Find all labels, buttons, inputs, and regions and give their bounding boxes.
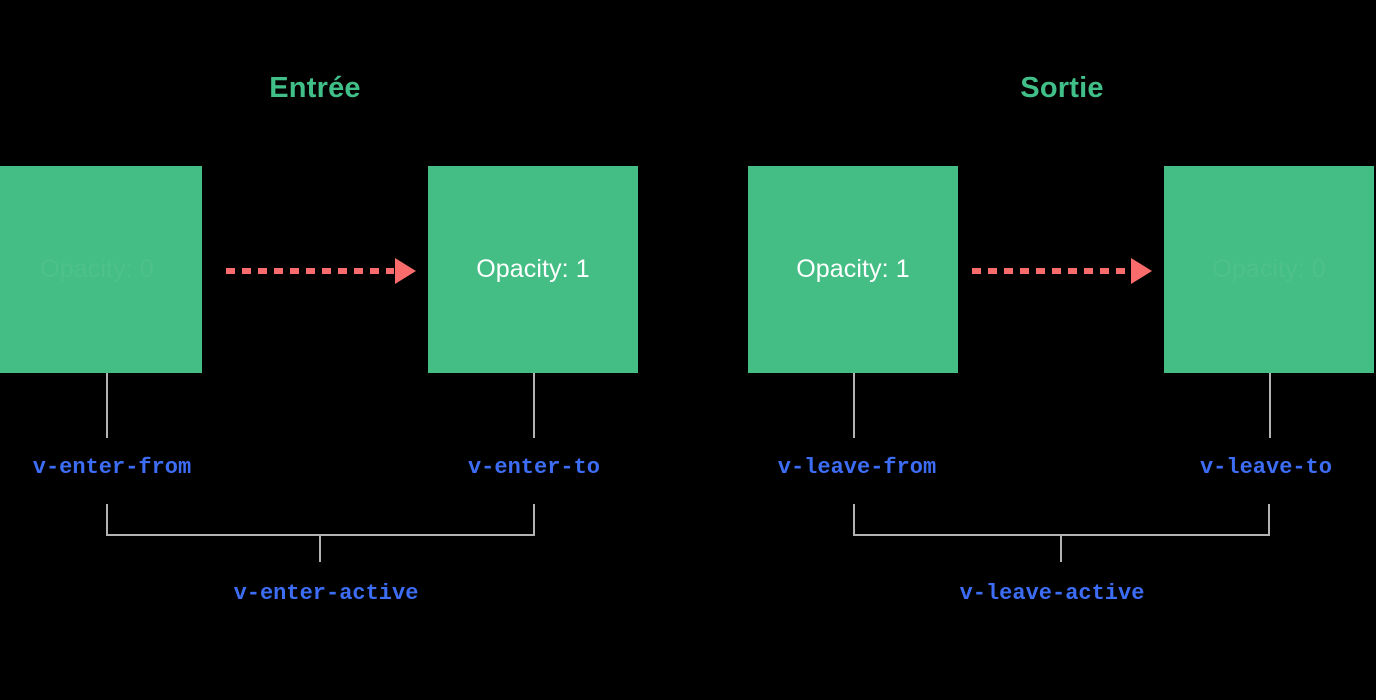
class-label-v-leave-from: v-leave-from [777,455,937,480]
section-title-leave: Sortie [1020,72,1104,104]
state-box-leave-to: Opacity: 0 [1164,166,1374,373]
state-box-enter-from: Opacity: 0 [0,166,202,373]
active-bracket-stem-leave [1060,536,1062,562]
arrow-head-leave [1131,258,1152,284]
connector-stem-leave-from [853,373,855,438]
state-box-enter-to-label: Opacity: 1 [476,255,590,283]
connector-stem-enter-from [106,373,108,438]
state-box-leave-from-label: Opacity: 1 [796,255,910,283]
connector-stem-enter-to [533,373,535,438]
section-title-enter: Entrée [269,72,361,104]
active-bracket-enter [106,504,535,536]
transition-arrow-leave [972,258,1152,284]
class-label-v-enter-from: v-enter-from [32,455,192,480]
connector-stem-leave-to [1269,373,1271,438]
state-box-leave-to-label: Opacity: 0 [1212,255,1326,283]
active-bracket-leave [853,504,1270,536]
active-bracket-stem-enter [319,536,321,562]
arrow-line-leave [972,268,1130,274]
arrow-line-enter [226,268,394,274]
class-label-v-leave-to: v-leave-to [1199,455,1333,480]
arrow-head-enter [395,258,416,284]
class-label-v-enter-active: v-enter-active [233,581,419,606]
state-box-enter-to: Opacity: 1 [428,166,638,373]
state-box-enter-from-label: Opacity: 0 [40,255,154,283]
transition-arrow-enter [226,258,416,284]
state-box-leave-from: Opacity: 1 [748,166,958,373]
class-label-v-enter-to: v-enter-to [467,455,601,480]
class-label-v-leave-active: v-leave-active [959,581,1145,606]
